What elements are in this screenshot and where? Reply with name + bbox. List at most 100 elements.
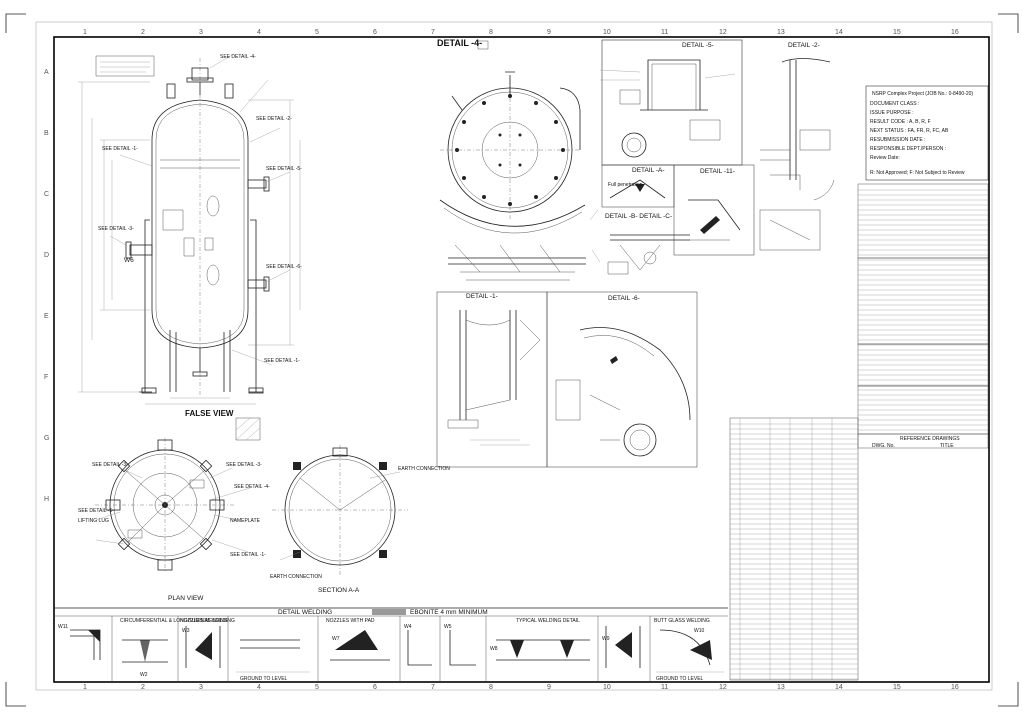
detail-5-box [601,39,743,166]
false-view-see-detail-6: SEE DETAIL -6- [266,264,302,270]
grid-col-bottom-10: 10 [603,684,611,691]
table-row-lines [858,189,988,431]
grid-col-6: 6 [373,29,377,36]
grid-col-5: 5 [315,29,319,36]
grid-col-bottom-3: 3 [199,684,203,691]
detail-2-drawing [759,58,835,251]
ground-to-level-label: GROUND TO LEVEL [240,676,288,682]
grid-column-labels-bottom: 1 2 3 4 5 6 7 8 9 10 11 12 13 14 15 16 [83,684,959,691]
false-view-see-detail-3: SEE DETAIL -3- [98,226,134,232]
crop-marks [5,13,1019,707]
weld-w10: W10 [694,628,705,634]
grid-row-g: G [44,435,49,442]
grid-col-bottom-12: 12 [719,684,727,691]
outer-frame [35,21,993,691]
grid-col-1: 1 [83,29,87,36]
detail-1-box [436,291,548,468]
weld-w5: W5 [444,624,452,630]
grid-col-bottom-8: 8 [489,684,493,691]
weld-w9: W9 [602,636,610,642]
grid-row-a: A [44,69,49,76]
plan-see-detail-5: SEE DETAIL -5- [78,508,114,514]
drawing-border [53,36,990,683]
detail-11-title: DETAIL -11- [700,168,735,175]
detail-6-title: DETAIL -6- [608,295,640,302]
review-project: NSRP Complex Project (JOB No.: 0-8490-20… [872,91,973,97]
plan-see-detail-3b: SEE DETAIL -3- [226,462,262,468]
bom-row-lines [730,423,858,680]
grid-col-11: 11 [661,29,668,36]
dwg-no-header: DWG. No. [872,443,895,449]
section-aa-title: SECTION A-A [318,587,360,594]
weld-w7: W7 [332,636,340,642]
plan-view-title: PLAN VIEW [168,595,204,602]
detail-2-title: DETAIL -2- [788,42,820,49]
ebonite-note: EBONITE 4 mm MINIMUM [410,609,488,616]
typical-welding-title: TYPICAL WELDING DETAIL [516,618,580,624]
grid-row-e: E [44,313,49,320]
nozzle-schedule-table [857,183,989,449]
review-date: Review Date: [870,155,900,161]
review-responsible: RESPONSIBLE DEPT./PERSON : [870,146,946,152]
grid-col-bottom-11: 11 [661,684,668,691]
circumferential-welding-title: CIRCUMFERENTIAL & LONGITUDINAL WELDING [120,618,235,624]
detail-1-title: DETAIL -1- [466,293,498,300]
detail-6-drawing [555,327,691,457]
plan-see-detail-4: SEE DETAIL -4- [234,484,270,490]
review-next-status: NEXT STATUS : FA, FR, R, FC, AB [870,128,949,134]
nozzles-with-pad-title: NOZZLES WITH PAD [326,618,375,624]
detail-4-title: DETAIL -4- [437,38,482,48]
grid-col-15: 15 [893,29,901,36]
detail-bc-drawing [607,234,690,275]
detail-welding-title: DETAIL WELDING [278,609,332,616]
review-issue-purpose: ISSUE PURPOSE : [870,110,914,116]
plan-see-detail-3: SEE DETAIL -3- [92,462,128,468]
weld-w4: W4 [404,624,412,630]
grid-col-bottom-4: 4 [257,684,261,691]
grid-col-10: 10 [603,29,611,36]
false-view-see-detail-1: SEE DETAIL -1- [102,146,138,152]
grid-col-bottom-16: 16 [951,684,959,691]
plan-view-drawing [95,438,251,572]
detail-5-drawing [599,59,736,158]
detail-1-drawing [447,310,541,446]
section-aa-drawing [272,445,408,575]
grid-column-labels: 1 2 3 4 5 6 7 8 9 10 11 12 13 14 15 16 [83,29,959,36]
grid-col-12: 12 [719,29,727,36]
false-view-see-detail-2: SEE DETAIL -2- [256,116,292,122]
grid-col-bottom-9: 9 [547,684,551,691]
detail-a-drawing [609,179,666,199]
detail-a-full-penetration: Full penetration [608,182,643,188]
detail-bc-title: DETAIL -B- DETAIL -C- [605,213,672,220]
grid-col-bottom-6: 6 [373,684,377,691]
grid-col-8: 8 [489,29,493,36]
detail-4-drawing [439,40,601,281]
section-earth-connection-b: EARTH CONNECTION [270,574,322,580]
ground-to-level-label-2: GROUND TO LEVEL [656,676,704,682]
grid-row-f: F [44,374,48,381]
review-legend: R: Not Approved; F: Not Subject to Revie… [870,170,965,176]
title-header: TITLE [940,443,954,449]
welding-detail-strip [54,607,728,682]
grid-col-9: 9 [547,29,551,36]
grid-row-b: B [44,130,49,137]
grid-col-2: 2 [141,29,145,36]
grid-col-7: 7 [431,29,435,36]
section-earth-connection: EARTH CONNECTION [398,466,450,472]
grid-col-bottom-5: 5 [315,684,319,691]
plan-nameplate: NAMEPLATE [230,518,261,524]
weld-w2: W2 [140,672,148,678]
detail-11-box [673,164,755,256]
grid-col-bottom-15: 15 [893,684,901,691]
grid-col-13: 13 [777,29,785,36]
grid-col-16: 16 [951,29,959,36]
detail-5-title: DETAIL -5- [682,42,714,49]
grid-row-d: D [44,252,49,259]
grid-col-14: 14 [835,29,843,36]
false-view-nozzle-w6: W6 [124,257,134,264]
detail-11-drawing [688,199,741,241]
grid-col-bottom-14: 14 [835,684,843,691]
weld-w8: W8 [490,646,498,652]
false-view-title: FALSE VIEW [185,409,234,418]
grid-col-3: 3 [199,29,203,36]
